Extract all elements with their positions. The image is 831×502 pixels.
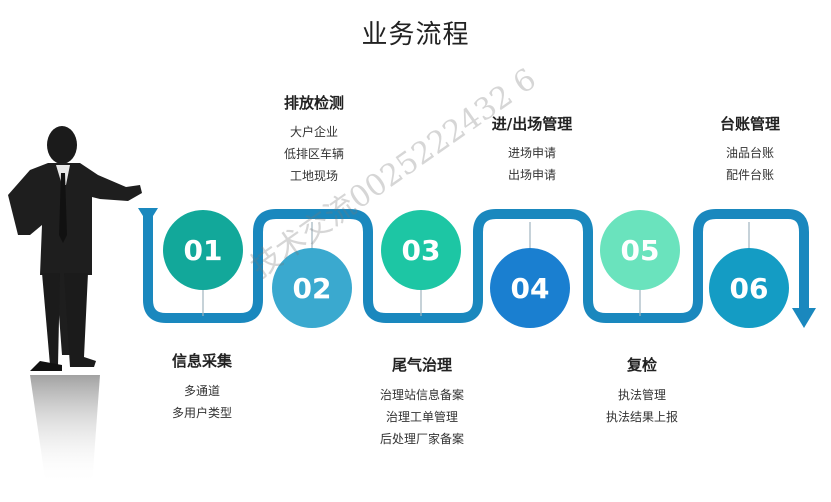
start-arrow-icon — [138, 208, 158, 224]
step-item: 多通道 — [183, 384, 220, 398]
step-number: 05 — [621, 234, 660, 267]
step-circle-04 — [490, 248, 570, 328]
step-items: 多通道 多用户类型 — [122, 380, 282, 424]
step-title: 尾气治理 — [391, 356, 452, 374]
step-items: 大户企业 低排区车辆 工地现场 — [234, 121, 394, 187]
end-arrow-icon — [792, 308, 816, 328]
step-items: 执法管理 执法结果上报 — [562, 384, 722, 428]
step-items: 进场申请 出场申请 — [452, 142, 612, 186]
track-line — [143, 209, 809, 323]
step-number: 02 — [293, 272, 332, 305]
step-item: 出场申请 — [507, 168, 556, 182]
step-item: 后处理厂家备案 — [379, 432, 464, 446]
step-items: 油品台账 配件台账 — [670, 142, 830, 186]
step-title: 信息采集 — [171, 352, 232, 370]
step-item: 多用户类型 — [171, 406, 232, 420]
step-item: 治理工单管理 — [385, 410, 458, 424]
step-circle-06 — [709, 248, 789, 328]
step-item: 执法结果上报 — [605, 410, 678, 424]
step-number: 03 — [402, 234, 441, 267]
step-circle-03 — [381, 210, 461, 290]
step-title: 进/出场管理 — [491, 115, 573, 133]
step-item: 进场申请 — [507, 146, 556, 160]
step-item: 工地现场 — [289, 169, 338, 183]
step-title: 排放检测 — [283, 94, 344, 112]
step-circle-01 — [163, 210, 243, 290]
step-circle-05 — [600, 210, 680, 290]
step-circle-02 — [272, 248, 352, 328]
page-title: 业务流程 — [361, 20, 470, 50]
step-item: 油品台账 — [725, 146, 774, 160]
step-item: 治理站信息备案 — [379, 388, 464, 402]
step-title: 复检 — [626, 356, 657, 374]
step-items: 治理站信息备案 治理工单管理 后处理厂家备案 — [342, 384, 502, 450]
step-item: 大户企业 — [289, 125, 338, 139]
presenter-silhouette — [8, 126, 142, 485]
step-title: 台账管理 — [719, 115, 780, 133]
step-number: 01 — [184, 234, 223, 267]
step-item: 执法管理 — [617, 388, 666, 402]
step-item: 低排区车辆 — [283, 147, 344, 161]
step-item: 配件台账 — [725, 168, 774, 182]
step-number: 06 — [730, 272, 769, 305]
step-number: 04 — [511, 272, 550, 305]
